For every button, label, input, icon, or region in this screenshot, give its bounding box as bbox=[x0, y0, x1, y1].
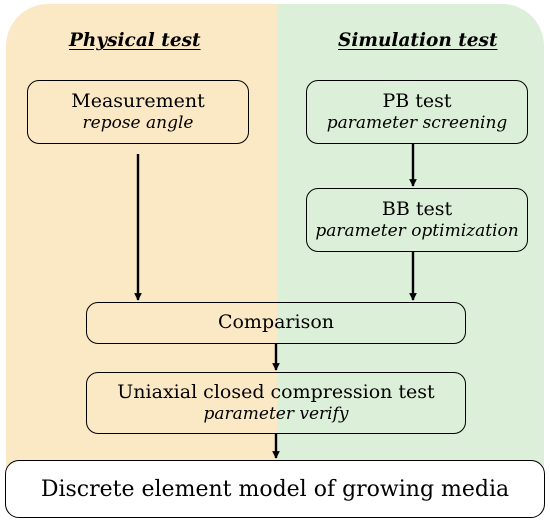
simulation-test-header: Simulation test bbox=[338, 30, 498, 51]
comparison-title: Comparison bbox=[217, 311, 335, 334]
measurement-box: Measurement repose angle bbox=[27, 80, 249, 144]
measurement-subtitle: repose angle bbox=[82, 113, 194, 134]
compression-test-subtitle: parameter verify bbox=[203, 404, 349, 425]
pb-test-box: PB test parameter screening bbox=[306, 80, 528, 144]
pb-test-title: PB test bbox=[382, 89, 452, 112]
bb-test-subtitle: parameter optimization bbox=[315, 221, 519, 242]
comparison-box: Comparison bbox=[86, 302, 466, 344]
physical-test-header: Physical test bbox=[69, 30, 201, 51]
bb-test-box: BB test parameter optimization bbox=[306, 188, 528, 252]
measurement-title: Measurement bbox=[71, 89, 205, 112]
bb-test-title: BB test bbox=[381, 197, 453, 220]
compression-test-box: Uniaxial closed compression test paramet… bbox=[86, 372, 466, 434]
pb-test-subtitle: parameter screening bbox=[326, 113, 508, 134]
discrete-element-model-box: Discrete element model of growing media bbox=[5, 460, 545, 518]
compression-test-title: Uniaxial closed compression test bbox=[117, 380, 435, 403]
